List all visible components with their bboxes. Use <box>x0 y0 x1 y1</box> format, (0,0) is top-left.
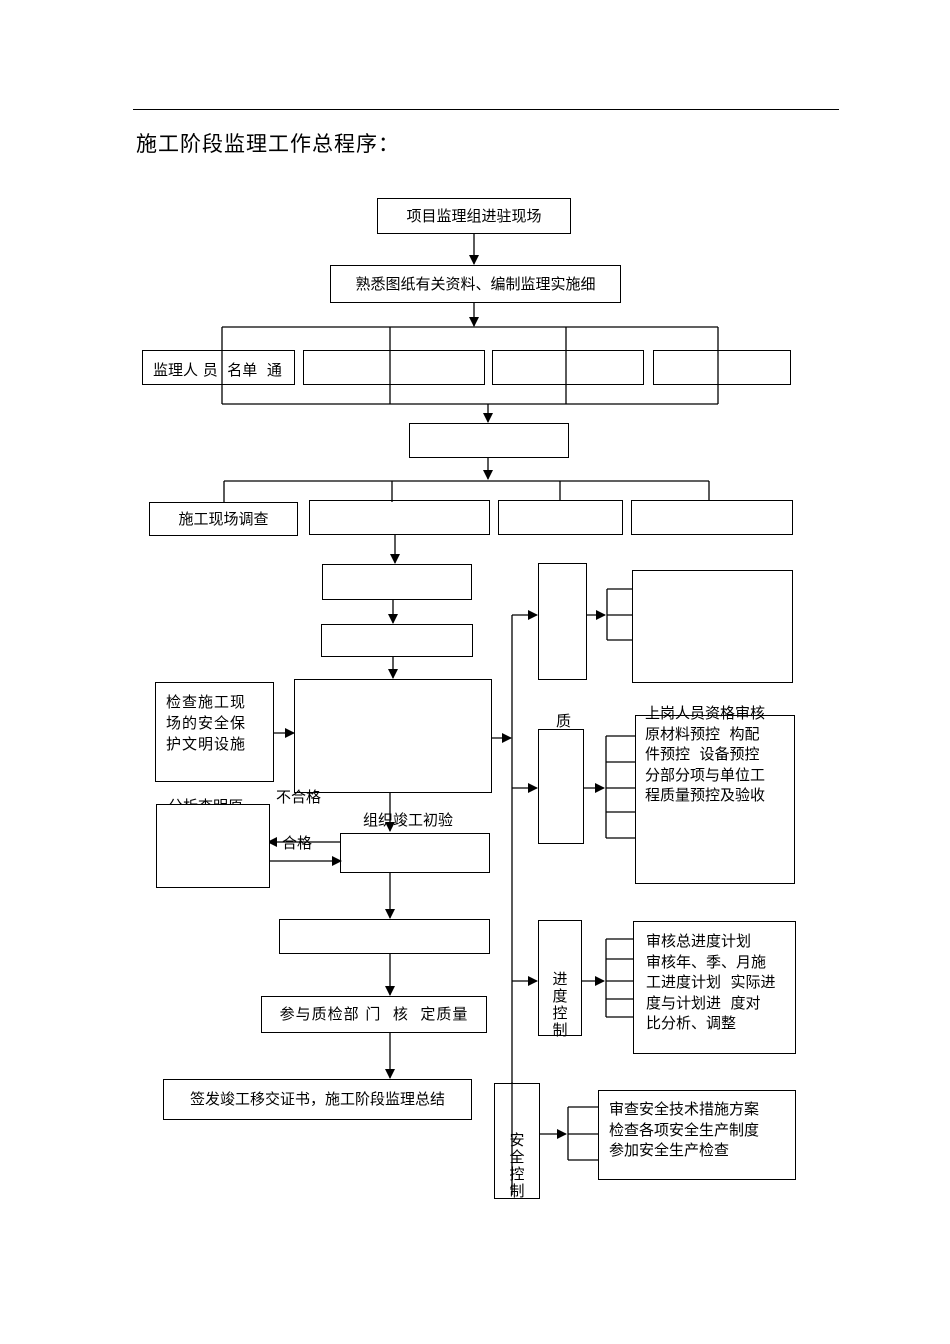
site-survey-box: 施工现场调查 <box>149 502 298 536</box>
middle-box <box>409 423 569 458</box>
row1-box-4 <box>653 350 791 385</box>
safety-control-label: 安 全 控 制 <box>509 1131 525 1200</box>
organize-inspection-label: 组织竣工初验 <box>363 811 454 829</box>
step2-box <box>321 624 473 657</box>
pre-quality-box <box>279 919 490 954</box>
analyze-cause-label: 分析查明原 <box>168 796 243 805</box>
quality-label: 质 <box>556 712 572 730</box>
progress-items-box: 审核总进度计划 审核年、季、月施 工进度计划 实际进 度与计划进 度对 比分析、… <box>633 921 796 1054</box>
row1-box-3 <box>492 350 644 385</box>
enter-site-box: 项目监理组进驻现场 <box>377 198 571 234</box>
check-safety-box: 检查施工现 场的安全保 护文明设施 <box>155 682 274 782</box>
row2-box-2 <box>309 500 490 535</box>
control-items-top <box>632 570 793 683</box>
unqualified-label: 不合格 <box>276 788 322 806</box>
quality-control-box <box>538 729 584 844</box>
staff-list-box: 监理人 员 名单 通 <box>142 350 295 385</box>
step1-box <box>322 564 472 600</box>
header-rule <box>133 109 839 110</box>
analyze-cause-box <box>156 804 270 888</box>
progress-control-box: 进 度 控 制 <box>538 920 582 1039</box>
safety-items-box: 审查安全技术措施方案 检查各项安全生产制度 参加安全生产检查 <box>598 1090 796 1180</box>
progress-control-label: 进 度 控 制 <box>552 970 568 1039</box>
page-title: 施工阶段监理工作总程序： <box>136 132 400 156</box>
row2-box-4 <box>631 500 793 535</box>
row1-box-2 <box>303 350 485 385</box>
row2-box-3 <box>498 500 623 535</box>
participate-quality-box: 参与质检部 门 核 定质量 <box>261 996 487 1033</box>
qualified-label: 合格 <box>282 834 313 852</box>
familiarize-box: 熟悉图纸有关资料、编制监理实施细 <box>330 265 621 303</box>
quality-items-box <box>635 715 795 884</box>
safety-control-box: 安 全 控 制 <box>494 1083 540 1200</box>
initial-inspection-box <box>340 833 490 873</box>
issue-certificate-box: 签发竣工移交证书，施工阶段监理总结 <box>163 1079 472 1120</box>
control-box-top <box>538 563 587 680</box>
main-process-box <box>294 679 492 793</box>
quality-items-text: 上岗人员资格审核 原材料预控 构配 件预控 设备预控 分部分项与单位工 程质量预… <box>645 704 766 804</box>
